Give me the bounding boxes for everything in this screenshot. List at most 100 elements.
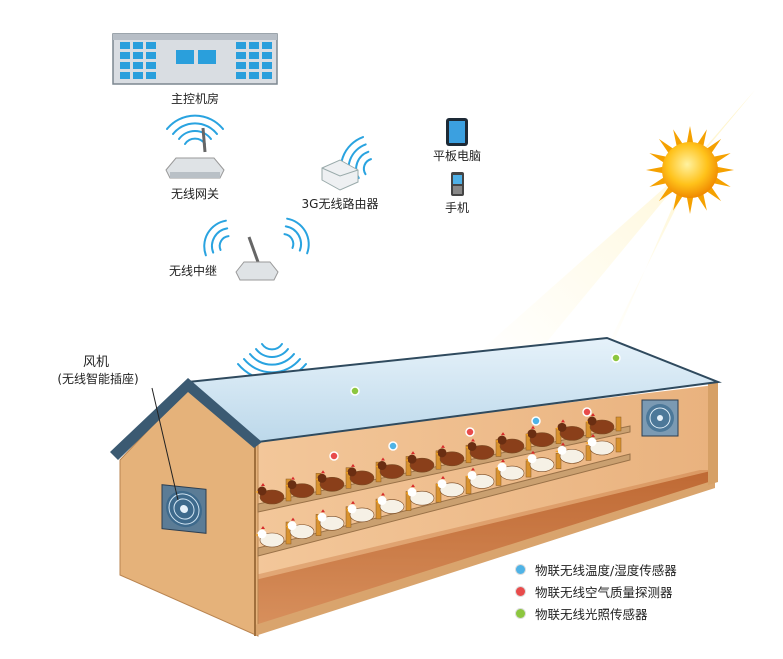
building-window (262, 52, 272, 59)
legend: 物联无线温度/湿度传感器 物联无线空气质量探测器 物联无线光照传感器 (516, 558, 677, 624)
sun-ray (697, 193, 707, 211)
building-window (249, 52, 259, 59)
hen-icon (405, 484, 435, 506)
router-label: 3G无线路由器 (302, 196, 379, 211)
building-window (120, 62, 130, 69)
sun-icon (646, 126, 734, 214)
hen-icon (405, 451, 435, 473)
building-window (262, 62, 272, 69)
fan-subtitle-label: (无线智能插座) (57, 371, 138, 386)
legend-item: 物联无线空气质量探测器 (516, 580, 677, 602)
light-sensor-icon (350, 386, 360, 396)
building-window (236, 52, 246, 59)
legend-item: 物联无线光照传感器 (516, 602, 677, 624)
legend-label: 物联无线光照传感器 (535, 606, 648, 622)
air-sensor-icon (329, 451, 339, 461)
legend-label: 物联无线空气质量探测器 (535, 584, 673, 600)
wifi-signal-icon (283, 217, 310, 255)
hen-icon (345, 463, 375, 486)
building-window (120, 52, 130, 59)
fan-icon (161, 484, 207, 534)
wifi-signal-icon (203, 219, 230, 257)
hen-icon (285, 476, 315, 498)
cage-divider (555, 453, 562, 469)
server-building-icon (112, 33, 278, 85)
hen-icon (315, 470, 345, 492)
tablet-label: 平板电脑 (433, 149, 481, 163)
building-window (120, 42, 130, 49)
building-window (146, 62, 156, 69)
hen-icon (555, 419, 585, 441)
building-window (120, 72, 130, 79)
sun-ray (713, 153, 731, 163)
building-window (146, 72, 156, 79)
control-room-label: 主控机房 (171, 91, 219, 106)
building-window (133, 62, 143, 69)
temp-humidity-sensor-icon (388, 441, 398, 451)
sun-ray (686, 126, 694, 144)
air-sensor-icon (465, 427, 475, 437)
hen-icon (345, 500, 375, 523)
hen-icon (375, 492, 405, 514)
hen-icon (255, 526, 285, 548)
router-icon (321, 159, 359, 191)
hen-icon (465, 467, 495, 489)
building-window (146, 42, 156, 49)
cage-shelf-lower (257, 453, 631, 557)
router-icon (235, 236, 279, 281)
sun-ray (706, 138, 722, 154)
legend-dot-icon (516, 586, 525, 596)
sun-ray (697, 129, 707, 147)
building-window (236, 42, 246, 49)
building-window (236, 62, 246, 69)
fan-callout-line (151, 387, 179, 501)
sun-ray (716, 166, 734, 174)
sun-ray (673, 129, 683, 147)
hen-icon (375, 457, 405, 479)
sensor-markers (329, 353, 621, 461)
repeater-label: 无线中继 (169, 263, 217, 278)
sun-ray (649, 153, 667, 163)
fan-title-label: 风机 (83, 355, 109, 370)
sun-ray (686, 196, 694, 214)
hen-icon (495, 459, 525, 481)
legend-dot-icon (516, 564, 525, 574)
air-sensor-icon (582, 407, 592, 417)
hen-icon (435, 444, 465, 467)
building-window (133, 72, 143, 79)
building-window (133, 52, 143, 59)
cage-divider (615, 437, 622, 453)
tablet-icon (446, 118, 468, 146)
temp-humidity-sensor-icon (531, 416, 541, 426)
building-window (249, 62, 259, 69)
cage-divider (585, 445, 592, 461)
building-window (262, 42, 272, 49)
cage-divider (615, 416, 622, 432)
building-window (249, 42, 259, 49)
sun-ray (649, 177, 667, 187)
sunlight-beams (470, 90, 755, 360)
building-window (249, 72, 259, 79)
hen-icon (255, 483, 285, 505)
sun-ray (658, 138, 674, 154)
light-sensor-icon (611, 353, 621, 363)
hen-icon (315, 509, 345, 531)
hen-icon (555, 442, 585, 464)
gateway-label: 无线网关 (171, 187, 219, 201)
hen-icon (465, 438, 495, 460)
legend-dot-icon (516, 608, 525, 618)
building-window (133, 42, 143, 49)
router-icon (165, 127, 225, 179)
wifi-signal-icon (166, 114, 224, 145)
legend-label: 物联无线温度/湿度传感器 (535, 562, 677, 578)
sun-ray (706, 186, 722, 202)
hen-icon (285, 517, 315, 539)
hen-icon (435, 475, 465, 498)
fan-icon (641, 399, 679, 437)
building-window (262, 72, 272, 79)
sun-ray (673, 193, 683, 211)
hen-icon (585, 434, 615, 456)
sun-ray (658, 186, 674, 202)
hen-icon (585, 413, 615, 435)
